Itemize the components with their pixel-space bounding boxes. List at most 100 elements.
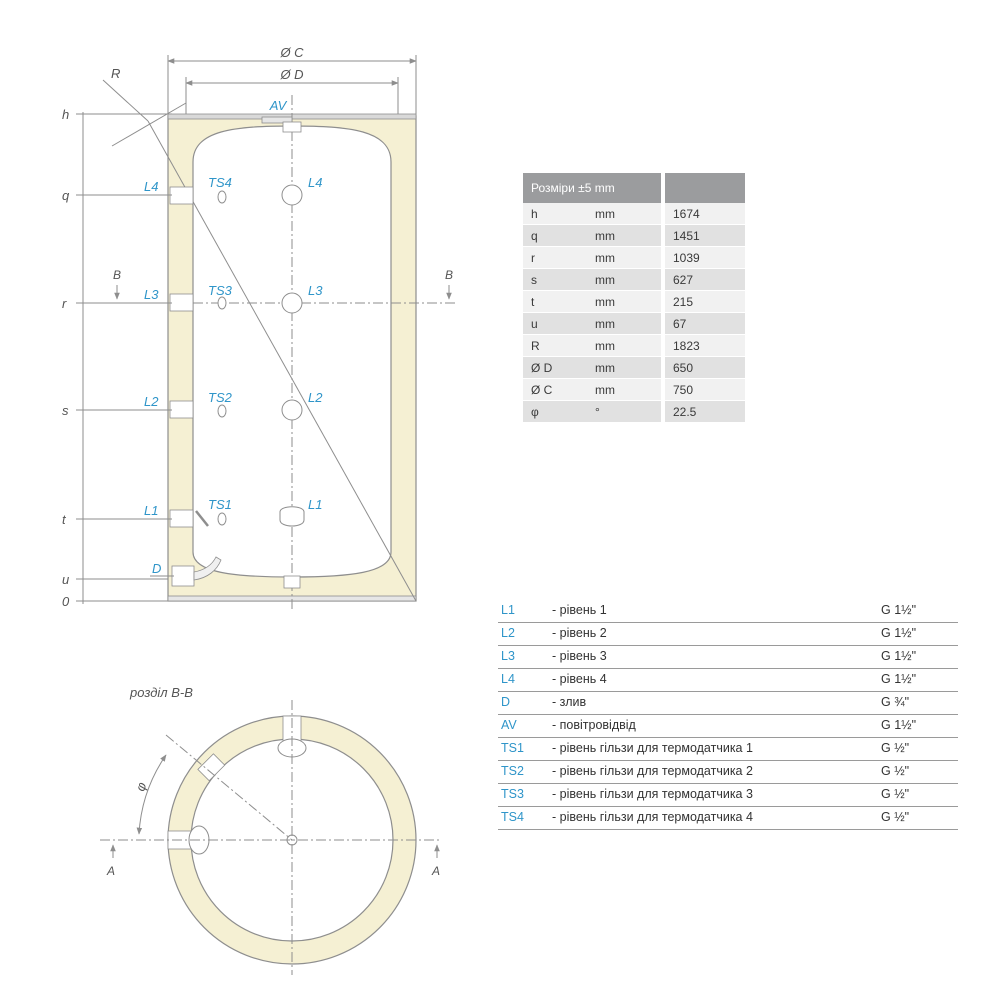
- dim-label-oc: Ø C: [279, 45, 304, 60]
- legend-row: TS3 - рівень гільзи для термодатчика 3 G ½…: [498, 784, 958, 807]
- legend-thread-size: G ½": [881, 764, 910, 778]
- table-cell-unit: mm: [587, 356, 661, 379]
- table-cell-value: 627: [665, 268, 745, 291]
- table-cell-value: 1451: [665, 224, 745, 247]
- ts1-sensor-stem: [195, 510, 209, 527]
- inner-label-l2: L2: [308, 390, 323, 405]
- legend-description: - рівень гільзи для термодатчика 1: [552, 741, 753, 755]
- table-cell-value: 22.5: [665, 400, 745, 423]
- table-cell-unit: mm: [587, 246, 661, 269]
- section-marker-b-right: B: [445, 268, 453, 282]
- legend-code: AV: [501, 718, 517, 732]
- ts-labels: TS4 TS3 TS2 TS1: [208, 175, 233, 512]
- table-cell-param: u: [523, 312, 587, 335]
- phi-label: φ: [132, 780, 149, 793]
- table-cell-param: R: [523, 334, 587, 357]
- table-cell-gap: [661, 224, 665, 247]
- section-marker-b-left: B: [113, 268, 121, 282]
- table-cell-param: s: [523, 268, 587, 291]
- opening-l3: [281, 292, 303, 314]
- table-cell-gap: [661, 203, 665, 225]
- ts-label-3: TS3: [208, 283, 233, 298]
- dimensions-table-header-value: [665, 173, 745, 203]
- top-dimensions: [167, 55, 417, 118]
- height-label-s: s: [62, 403, 69, 418]
- ts4-socket: [217, 190, 227, 204]
- legend-code: L4: [501, 672, 515, 686]
- table-cell-gap: [661, 290, 665, 313]
- opening-l2: [281, 399, 303, 421]
- table-cell-gap: [661, 378, 665, 401]
- height-label-t: t: [62, 512, 67, 527]
- left-labels: L4 L3 L2 L1 D: [144, 179, 161, 576]
- table-cell-param: Ø D: [523, 356, 587, 379]
- legend-code: L1: [501, 603, 515, 617]
- table-cell-unit: mm: [587, 334, 661, 357]
- av-label: AV: [269, 98, 288, 113]
- table-cell-gap: [661, 312, 665, 335]
- table-cell-value: 67: [665, 312, 745, 335]
- legend-thread-size: G ½": [881, 787, 910, 801]
- table-cell-param: h: [523, 203, 587, 225]
- table-cell-value: 1674: [665, 203, 745, 225]
- left-label-d: D: [152, 561, 161, 576]
- opening-l4: [281, 184, 303, 206]
- table-cell-param: φ: [523, 400, 587, 423]
- legend-description: - рівень гільзи для термодатчика 2: [552, 764, 753, 778]
- ts-label-1: TS1: [208, 497, 232, 512]
- table-cell-unit: mm: [587, 312, 661, 335]
- inner-label-l3: L3: [308, 283, 323, 298]
- ts3-socket: [217, 296, 227, 310]
- nozzle-l1: [169, 509, 194, 528]
- table-cell-unit: mm: [587, 268, 661, 291]
- ts-label-4: TS4: [208, 175, 232, 190]
- legend-code: L2: [501, 626, 515, 640]
- nozzle-l4: [169, 186, 194, 205]
- section-angled-socket: [197, 753, 226, 782]
- left-label-l4: L4: [144, 179, 158, 194]
- height-label-h: h: [62, 107, 69, 122]
- ts2-socket: [217, 404, 227, 418]
- legend-code: TS4: [501, 810, 524, 824]
- av-connection: [261, 116, 302, 133]
- legend-thread-size: G 1½": [881, 718, 917, 732]
- bottom-connection: [283, 575, 301, 589]
- ts-label-2: TS2: [208, 390, 233, 405]
- legend-row: AV - повітровідвід G 1½": [498, 715, 958, 738]
- legend-description: - злив: [552, 695, 587, 709]
- section-title: розділ B-B: [129, 685, 193, 700]
- legend-description: - рівень 1: [552, 603, 607, 617]
- legend-description: - рівень гільзи для термодатчика 3: [552, 787, 753, 801]
- section-markers-a: [110, 844, 440, 858]
- ts-sockets: [217, 190, 227, 526]
- nozzle-l2: [169, 400, 194, 419]
- legend-thread-size: G ½": [881, 810, 910, 824]
- legend-description: - повітровідвід: [552, 718, 636, 732]
- level-openings: [279, 184, 305, 527]
- table-cell-gap: [661, 334, 665, 357]
- legend-code: TS3: [501, 787, 524, 801]
- left-label-l1: L1: [144, 503, 158, 518]
- legend-code: L3: [501, 649, 515, 663]
- table-cell-gap: [661, 246, 665, 269]
- table-cell-param: r: [523, 246, 587, 269]
- table-cell-unit: mm: [587, 290, 661, 313]
- dimensions-table-header-row: Розміри ±5 mm: [523, 173, 745, 203]
- table-cell-unit: °: [587, 400, 661, 423]
- legend-description: - рівень 3: [552, 649, 607, 663]
